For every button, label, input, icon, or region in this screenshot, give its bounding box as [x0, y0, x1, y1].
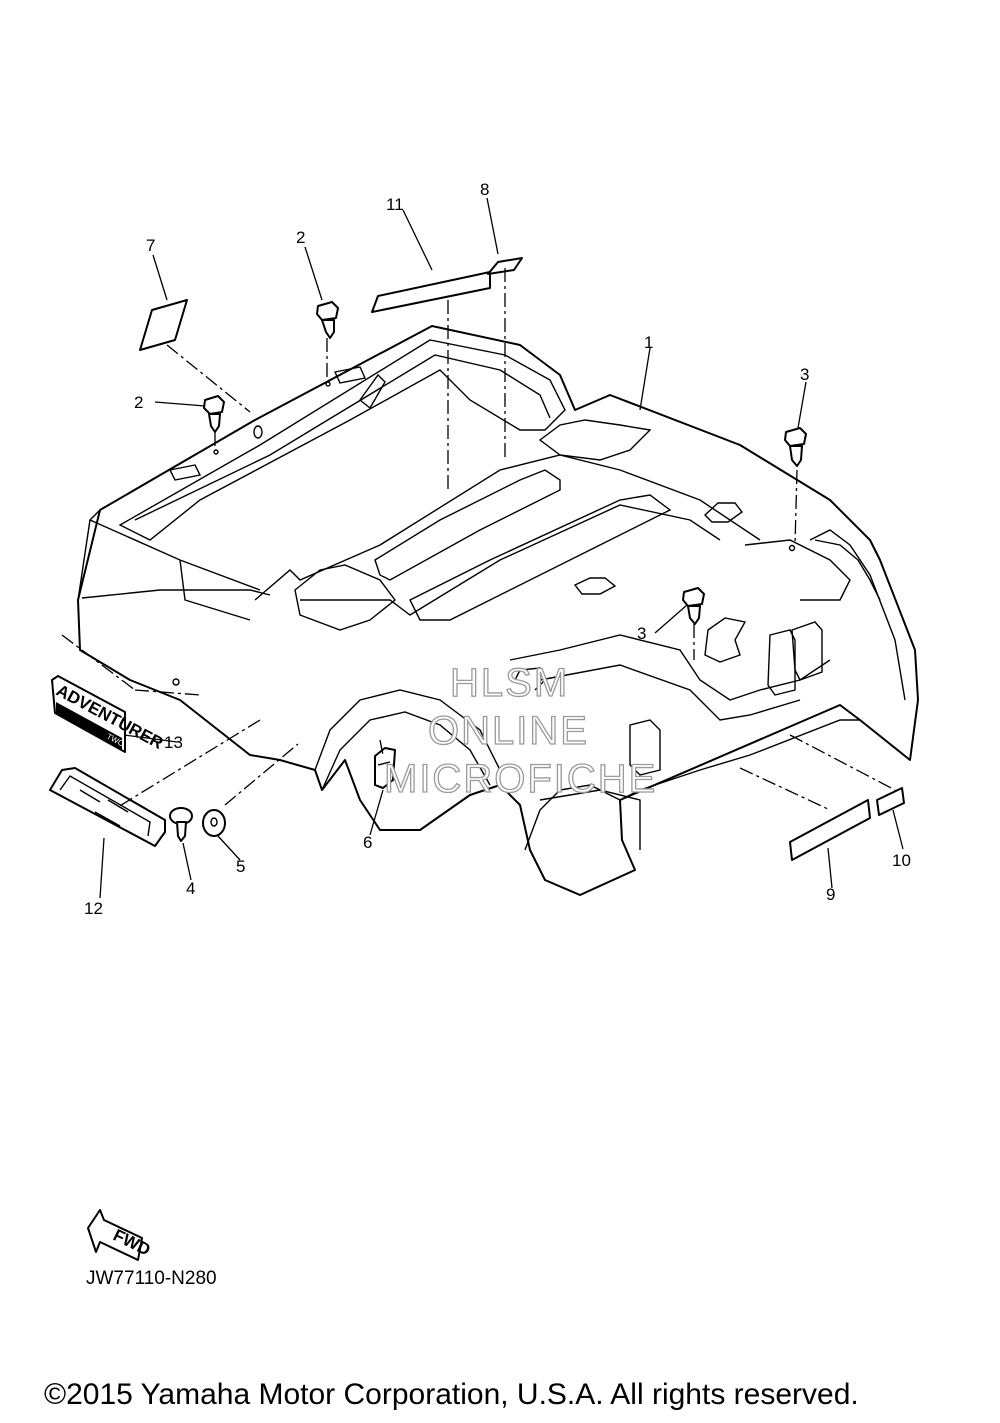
push-rivet-2a	[316, 301, 339, 339]
push-rivet-2b	[203, 395, 225, 433]
decal-7	[139, 299, 188, 351]
callout-2-upper: 2	[296, 228, 305, 247]
push-rivet-3a	[784, 427, 807, 467]
callout-9: 9	[826, 885, 835, 904]
copyright-notice: ©2015 Yamaha Motor Corporation, U.S.A. A…	[44, 1378, 859, 1411]
callout-labels: 7 2 2 11 8 1 3 3 13 12 4 5 6 9 10	[84, 180, 911, 918]
leader-lines	[99, 197, 904, 899]
callout-5: 5	[236, 857, 245, 876]
decal-10	[876, 787, 905, 816]
callout-8: 8	[480, 180, 489, 199]
watermark-line-3: MICROFICHE	[384, 757, 657, 801]
washer-5	[202, 809, 226, 837]
callout-7: 7	[146, 236, 155, 255]
screw-4	[169, 807, 193, 842]
callout-11: 11	[386, 195, 404, 214]
callout-3-lower: 3	[637, 624, 646, 643]
decal-9	[789, 799, 871, 861]
nut-clip-6	[374, 747, 396, 789]
callout-6: 6	[363, 833, 372, 852]
diagram-reference-code: JW77110-N280	[86, 1268, 217, 1289]
watermark-line-2: ONLINE	[428, 709, 589, 753]
watermark: HLSM ONLINE MICROFICHE	[383, 660, 657, 801]
callout-10: 10	[892, 851, 911, 870]
callout-13: 13	[164, 733, 183, 752]
push-rivet-3b	[682, 587, 705, 625]
assembly-lines	[61, 268, 896, 811]
cargo-bed-body	[77, 325, 919, 896]
callout-4: 4	[186, 879, 195, 898]
callout-12: 12	[84, 899, 103, 918]
callout-1: 1	[644, 333, 653, 352]
callout-3-upper: 3	[800, 365, 809, 384]
watermark-line-1: HLSM	[450, 661, 569, 705]
emblem-12	[49, 767, 166, 847]
fwd-direction-arrow: FWD	[87, 1209, 153, 1261]
decal-11	[371, 271, 491, 313]
callout-2-lower: 2	[134, 393, 143, 412]
